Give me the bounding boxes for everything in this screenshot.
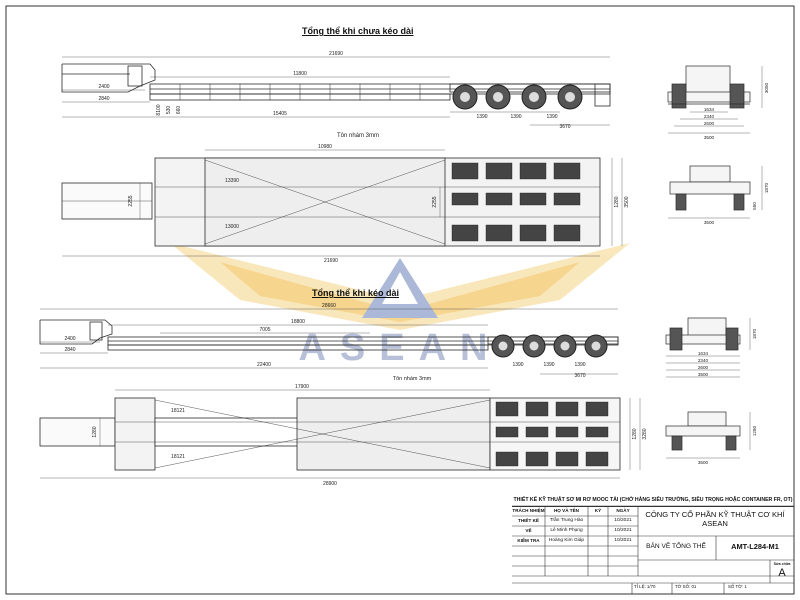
company-name-line2: ASEAN <box>702 519 728 528</box>
v2-dim-overall: 21690 <box>324 258 338 264</box>
sheet-border <box>5 5 795 595</box>
v2-dim-diag1: 13390 <box>225 178 239 184</box>
ev1-d4: 3500 <box>704 135 715 140</box>
ev3-d4: 3500 <box>698 372 709 377</box>
header-date: NGÀY <box>616 508 630 513</box>
v1-dim-s2: 530 <box>166 106 172 115</box>
ev4-height: 1280 <box>752 425 757 436</box>
view2-dimension-lines <box>62 149 623 257</box>
ev1-d1: 1634 <box>704 107 715 112</box>
ev3-d2: 2340 <box>698 358 709 363</box>
v2-dim-w1: 1280 <box>614 196 620 207</box>
v2-dim-w2: 3500 <box>624 196 630 207</box>
date-drafter: 10/2021 <box>614 528 632 533</box>
v2-dim-deck: 10980 <box>318 144 332 150</box>
project-title: THIẾT KẾ KỸ THUẬT SƠ MI RƠ MOOC TẢI (CHỞ… <box>512 494 794 507</box>
title-extended: Tổng thể khi kéo dài <box>312 288 400 298</box>
ev1-d2: 2340 <box>704 114 715 119</box>
v1-dim-s3: 660 <box>176 106 182 115</box>
ev2-height: 1870 <box>764 182 769 193</box>
plan-view-extended <box>39 397 621 471</box>
date-designer: 10/2021 <box>614 518 632 523</box>
v4-dim-diag1: 18121 <box>171 408 185 414</box>
v2-dim-mid-w: 2255 <box>432 196 438 207</box>
role-designer: THIẾT KẾ <box>518 518 539 523</box>
ev1-d3: 2600 <box>704 121 715 126</box>
v2-dim-left-w: 2255 <box>128 195 134 206</box>
ev3-d1: 1634 <box>698 351 709 356</box>
role-drafter: VẼ <box>525 528 532 533</box>
view1-dimension-lines <box>62 56 610 126</box>
header-sign: KÝ <box>594 508 602 513</box>
v1-dim-s1: 8100 <box>156 104 162 115</box>
v4-dim-w2: 3280 <box>642 428 648 439</box>
v1-dim-overall: 21690 <box>329 51 343 57</box>
v1-dim-left1: 2400 <box>98 84 109 90</box>
sheet-number: TỜ SỐ: 01 <box>675 584 697 589</box>
v1-dim-axle1: 1390 <box>476 114 487 120</box>
name-drafter: Lê Minh Phụng <box>550 528 583 533</box>
v1-dim-axle2: 1390 <box>510 114 521 120</box>
v1-dim-rear: 3670 <box>559 124 570 130</box>
v4-dim-left-w: 1280 <box>92 426 98 437</box>
title-unextended: Tổng thể khi chưa kéo dài <box>302 26 414 36</box>
end-view-rear-bottom <box>665 317 741 351</box>
drawing-number: AMT-L284-M1 <box>731 542 779 551</box>
v3-dim-axle3: 1390 <box>574 362 585 368</box>
end-view-front-top <box>669 165 751 211</box>
revision-label: Sửa chữa <box>773 562 791 566</box>
header-responsibility: TRÁCH NHIỆM <box>512 508 545 513</box>
asean-watermark-logo <box>170 243 630 330</box>
ev3-height: 1870 <box>752 328 757 339</box>
v3-dim-left2: 2840 <box>64 347 75 353</box>
v1-dim-bottom: 15405 <box>273 111 287 117</box>
side-view-extended-wheels <box>491 334 608 358</box>
v4-dim-overall: 28900 <box>323 481 337 487</box>
v3-dim-bottom: 22400 <box>257 362 271 368</box>
v3-dim-deck: 18800 <box>291 319 305 325</box>
date-checker: 10/2021 <box>614 538 632 543</box>
v2-plate-note: Tôn nhám 3mm <box>337 133 379 139</box>
ev1-height: 3050 <box>764 82 769 93</box>
ev4-width: 3500 <box>698 460 709 465</box>
v3-dim-rear: 3670 <box>574 373 585 379</box>
end-view-rear-top <box>667 65 751 109</box>
v3-dim-axle1: 1390 <box>512 362 523 368</box>
role-checker: KIỂM TRA <box>517 538 540 543</box>
ev2-d1: 550 <box>752 202 757 210</box>
name-checker: Hoàng Kim Giáp <box>548 538 585 543</box>
v1-dim-deck: 11800 <box>293 71 307 77</box>
v4-dim-diag2: 18121 <box>171 454 185 460</box>
view3-dimension-lines <box>40 308 618 375</box>
v3-dim-overall: 28660 <box>322 303 336 309</box>
sheet-count: SỐ TỜ: 1 <box>728 584 747 589</box>
revision-letter: A <box>778 567 786 579</box>
v4-dim-top: 17900 <box>295 384 309 390</box>
end-view-dimension-lines <box>666 66 763 459</box>
v4-dim-w1: 1280 <box>632 428 638 439</box>
v3-dim-inner: 7005 <box>259 327 270 333</box>
name-designer: Trần Trung Hào <box>549 518 584 523</box>
company-name-line1: CÔNG TY CỔ PHẦN KỸ THUẬT CƠ KHÍ <box>645 510 785 519</box>
end-view-front-bottom <box>665 411 741 451</box>
v3-dim-left1: 2400 <box>64 336 75 342</box>
drawing-type: BẢN VẼ TỔNG THỂ <box>646 543 706 550</box>
ev2-width: 3500 <box>704 220 715 225</box>
view4-dimension-lines <box>40 389 641 479</box>
watermark-text: ASEAN <box>298 327 501 369</box>
v1-dim-axle3: 1390 <box>546 114 557 120</box>
side-view-wheels <box>452 84 583 110</box>
v2-dim-diag2: 13000 <box>225 224 239 230</box>
v4-plate-note: Tôn nhám 3mm <box>393 376 432 382</box>
scale: TỈ LỆ: 1/70 <box>634 584 656 589</box>
header-name: HỌ VÀ TÊN <box>553 508 579 513</box>
v1-dim-left2: 2840 <box>98 96 109 102</box>
ev3-d3: 2600 <box>698 365 709 370</box>
v3-dim-axle2: 1390 <box>543 362 554 368</box>
title-block: THIẾT KẾ KỸ THUẬT SƠ MI RƠ MOOC TẢI (CHỞ… <box>512 494 794 594</box>
plan-view-unextended <box>61 157 601 247</box>
